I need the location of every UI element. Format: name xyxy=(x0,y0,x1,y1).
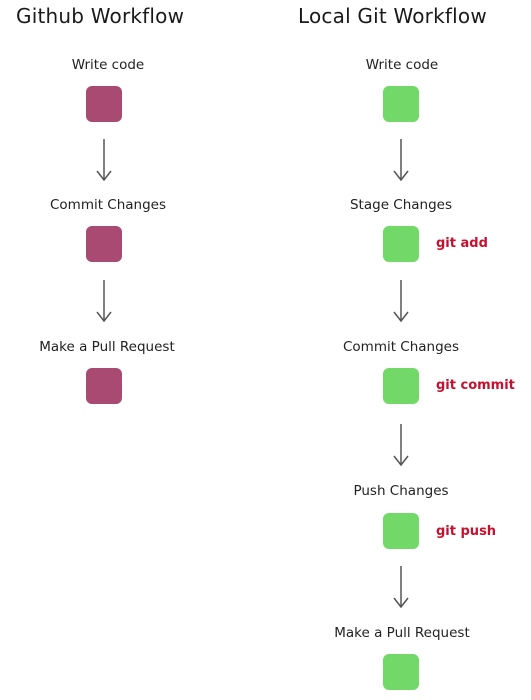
github-step-box-pull-request xyxy=(86,368,122,404)
local-step-label-write-code: Write code xyxy=(365,57,439,73)
arrow-down-icon xyxy=(393,280,409,323)
local-step-box-commit-changes xyxy=(383,368,419,404)
command-git-commit: git commit xyxy=(436,378,515,393)
arrow-down-icon xyxy=(96,139,112,182)
github-workflow-title: Github Workflow xyxy=(16,4,185,28)
github-step-label-commit-changes: Commit Changes xyxy=(49,197,167,213)
local-step-label-stage-changes: Stage Changes xyxy=(349,197,453,213)
github-step-label-pull-request: Make a Pull Request xyxy=(39,339,175,355)
local-step-box-push-changes xyxy=(383,513,419,549)
arrow-down-icon xyxy=(393,424,409,467)
local-workflow-title: Local Git Workflow xyxy=(298,4,487,28)
local-step-box-pull-request xyxy=(383,654,419,690)
github-step-label-write-code: Write code xyxy=(71,57,145,73)
local-step-label-push-changes: Push Changes xyxy=(353,483,449,499)
local-step-box-write-code xyxy=(383,86,419,122)
local-step-label-pull-request: Make a Pull Request xyxy=(334,625,470,641)
github-step-box-commit-changes xyxy=(86,226,122,262)
command-git-push: git push xyxy=(436,524,497,539)
arrow-down-icon xyxy=(96,280,112,323)
local-step-label-commit-changes: Commit Changes xyxy=(342,339,460,355)
arrow-down-icon xyxy=(393,139,409,182)
arrow-down-icon xyxy=(393,566,409,609)
local-step-box-stage-changes xyxy=(383,226,419,262)
command-git-add: git add xyxy=(436,236,488,251)
github-step-box-write-code xyxy=(86,86,122,122)
